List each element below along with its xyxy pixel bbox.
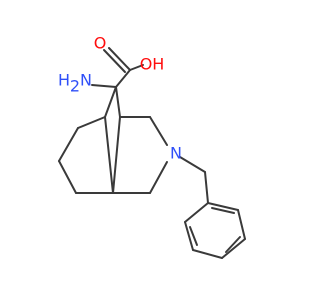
bond-ph1-ph2: [184, 202, 209, 223]
benzene-double-3: [211, 207, 235, 214]
atom-label-amino-h: H: [58, 71, 70, 90]
bond-n3-c4: [149, 161, 168, 194]
atom-label-amino-n: N: [80, 71, 92, 90]
bond-ph4-ph5: [221, 238, 246, 259]
bond-c-oh: [129, 64, 144, 71]
bond-ph6-ph1: [207, 202, 239, 211]
atom-label-hydroxyl: OH: [140, 55, 165, 74]
bond-ph2-ph3: [184, 221, 194, 251]
bond-c5-c9-bridge: [112, 116, 121, 194]
bond-n3-ch2: [179, 156, 206, 173]
bond-c1-c8: [77, 116, 106, 129]
atom-label-ring-nitrogen: N: [170, 144, 182, 163]
benzene-double-1: [189, 226, 198, 246]
bond-c5-c1: [104, 116, 114, 194]
bond-c-o-double-1: [108, 47, 131, 71]
bond-ph5-ph6: [237, 209, 246, 240]
bond-c7-c6: [58, 160, 77, 194]
bond-c9-c1: [104, 86, 117, 118]
atom-label-oxygen-double: O: [94, 34, 107, 53]
atom-label-amino-subscript: 2: [70, 77, 80, 96]
bond-c9-nh2: [91, 84, 117, 88]
molecule-canvas: O OH H 2 N N: [57, 33, 246, 259]
molecule-structure: O OH H 2 N N: [58, 34, 246, 259]
bond-c9-c5: [115, 86, 121, 118]
bond-ph3-ph4: [192, 249, 223, 259]
bond-c2-n3: [149, 116, 168, 146]
bond-c8-c7: [58, 127, 79, 162]
bond-c9-ccooh: [115, 69, 131, 88]
bond-ch2-ph: [204, 171, 209, 204]
benzene-double-2: [225, 236, 241, 253]
bond-c-o-double-2: [103, 49, 126, 73]
